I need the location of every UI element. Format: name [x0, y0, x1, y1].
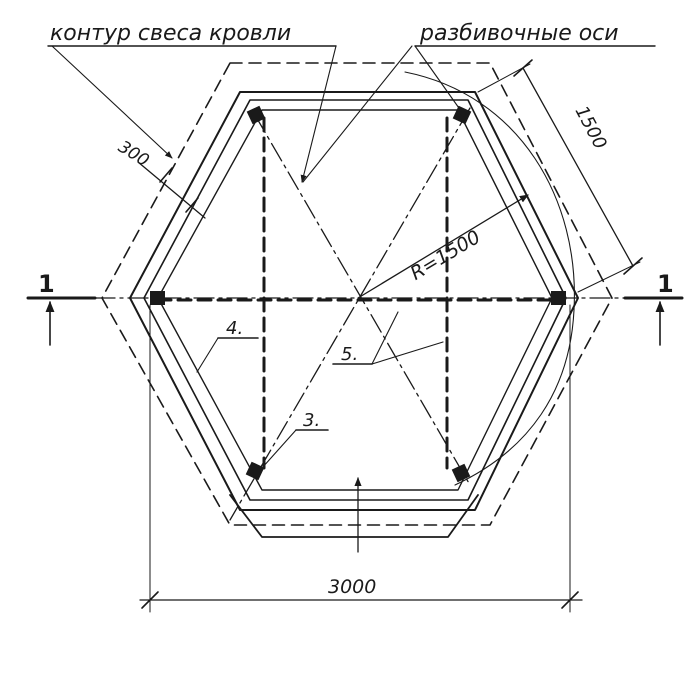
section-mark-right-text: 1: [657, 270, 674, 298]
post-top-left: [246, 105, 266, 125]
roof-overhang-contour: [101, 62, 613, 526]
post-bottom-left: [245, 461, 265, 481]
layout-axis-diagonal-2: [229, 107, 471, 521]
width-dim-tick-right: [561, 591, 579, 609]
overhang-dim-tick-1: [159, 167, 173, 183]
side-dim-tick-bottom: [623, 257, 643, 275]
overhang-dim-tick-2: [185, 197, 199, 213]
base-step: [229, 494, 479, 538]
post-top-right: [452, 105, 472, 125]
callout-5-leader-2: [371, 341, 444, 365]
leader-overhang-2: [300, 45, 337, 183]
post-right: [551, 291, 566, 305]
overhang-dimension-line: [137, 161, 206, 219]
dim-overhang-text: 300: [114, 137, 152, 171]
callout-4-leader: [196, 337, 219, 373]
label-layout-axes: разбивочные оси: [419, 21, 619, 46]
side-dimension-line: [522, 67, 634, 267]
radius-arc: [404, 71, 575, 486]
width-dim-tick-left: [141, 591, 159, 609]
side-dim-tick-top: [513, 59, 533, 77]
label-roof-overhang: контур свеса кровли: [50, 21, 291, 46]
post-left: [150, 291, 165, 305]
dim-radius-text: R=1500: [407, 226, 485, 285]
leader-axes-2: [414, 45, 467, 119]
callout-5-text: 5.: [341, 344, 358, 365]
leader-overhang-1: [51, 45, 173, 159]
radius-dimension-line: [357, 194, 529, 299]
dim-width-text: 3000: [328, 576, 376, 598]
dim-side-text: 1500: [571, 102, 611, 152]
post-bottom-right: [451, 463, 471, 483]
section-mark-left-text: 1: [38, 270, 55, 298]
callout-3-leader: [261, 429, 297, 469]
callout-5-leader-1: [371, 311, 399, 365]
side-dim-ext-bottom: [577, 261, 641, 293]
callout-3-text: 3.: [303, 410, 320, 431]
callout-4-text: 4.: [226, 318, 243, 339]
leader-axes-1: [302, 45, 413, 183]
